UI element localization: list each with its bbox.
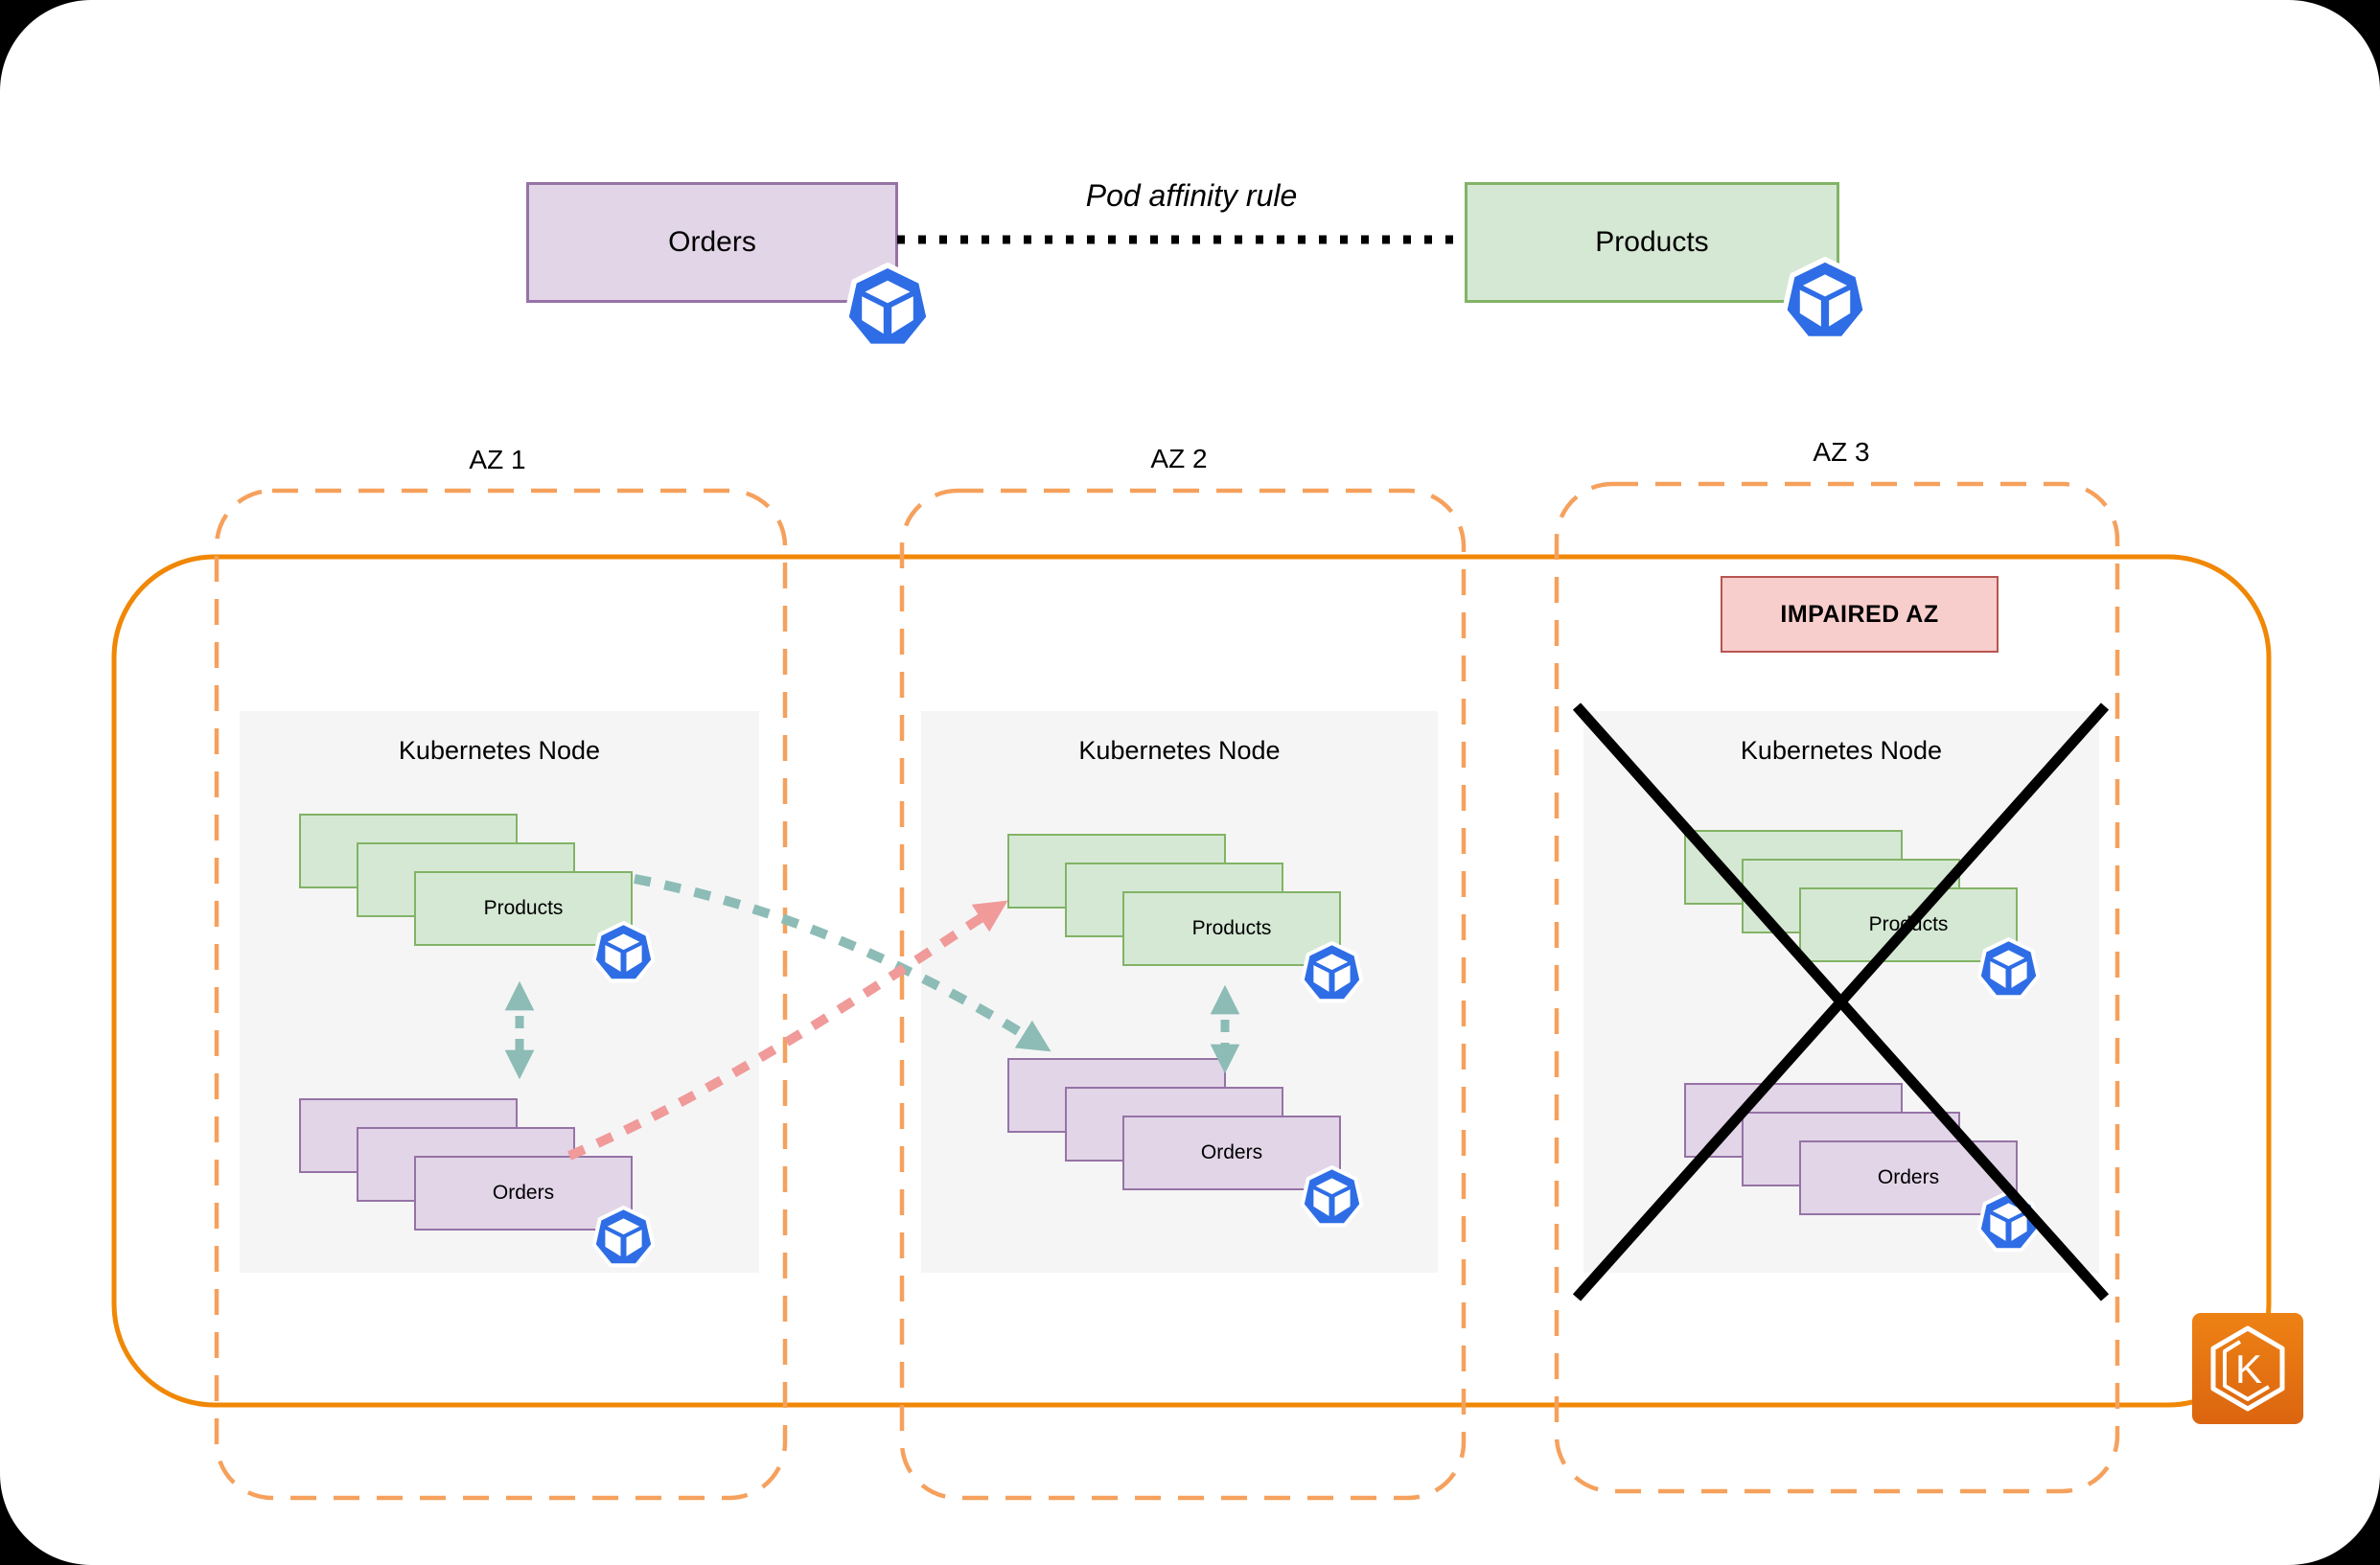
products-service-label: Products: [1595, 226, 1709, 258]
orders-pod-label: Orders: [492, 1182, 555, 1204]
products-pod-label: Products: [1191, 917, 1272, 939]
kubernetes-pod-icon: [1300, 1165, 1364, 1230]
svg-text:K: K: [2235, 1346, 2262, 1392]
products-pod-label: Products: [1868, 913, 1949, 935]
kubernetes-pod-icon: [1300, 941, 1364, 1005]
orders-service-box: Orders: [526, 182, 898, 303]
products-pod-stack-az1: Products: [299, 814, 682, 1005]
orders-service-label: Orders: [668, 226, 756, 258]
node-title: Kubernetes Node: [398, 736, 601, 765]
orders-pod-stack-az3: Orders: [1684, 1083, 2068, 1275]
amazon-eks-icon: K: [2192, 1313, 2303, 1424]
orders-pod-stack-az2: Orders: [1007, 1058, 1391, 1250]
products-pod-label: Products: [483, 897, 564, 919]
kubernetes-pod-icon: [1976, 1190, 2041, 1254]
kubernetes-pod-icon: [1781, 257, 1869, 345]
products-pod-stack-az3: Products: [1684, 830, 2068, 1022]
orders-pod-stack-az1: Orders: [299, 1098, 682, 1290]
eks-hexagon-k-glyph: K: [2210, 1325, 2285, 1412]
az-label-2: AZ 2: [1150, 444, 1208, 473]
node-title: Kubernetes Node: [1740, 736, 1943, 765]
products-pod-stack-az2: Products: [1007, 834, 1391, 1025]
products-service-box: Products: [1465, 182, 1839, 303]
az-label-1: AZ 1: [469, 445, 526, 474]
kubernetes-pod-icon: [591, 921, 656, 985]
kubernetes-pod-icon: [1976, 937, 2041, 1001]
kubernetes-pod-icon: [591, 1206, 656, 1270]
node-title: Kubernetes Node: [1078, 736, 1281, 765]
orders-pod-label: Orders: [1200, 1141, 1263, 1163]
impaired-az-badge: IMPAIRED AZ: [1721, 576, 1999, 653]
pod-affinity-rule-label: Pod affinity rule: [1085, 178, 1298, 213]
kubernetes-pod-icon: [843, 263, 933, 353]
orders-pod-label: Orders: [1877, 1166, 1940, 1188]
az-label-3: AZ 3: [1813, 437, 1870, 467]
